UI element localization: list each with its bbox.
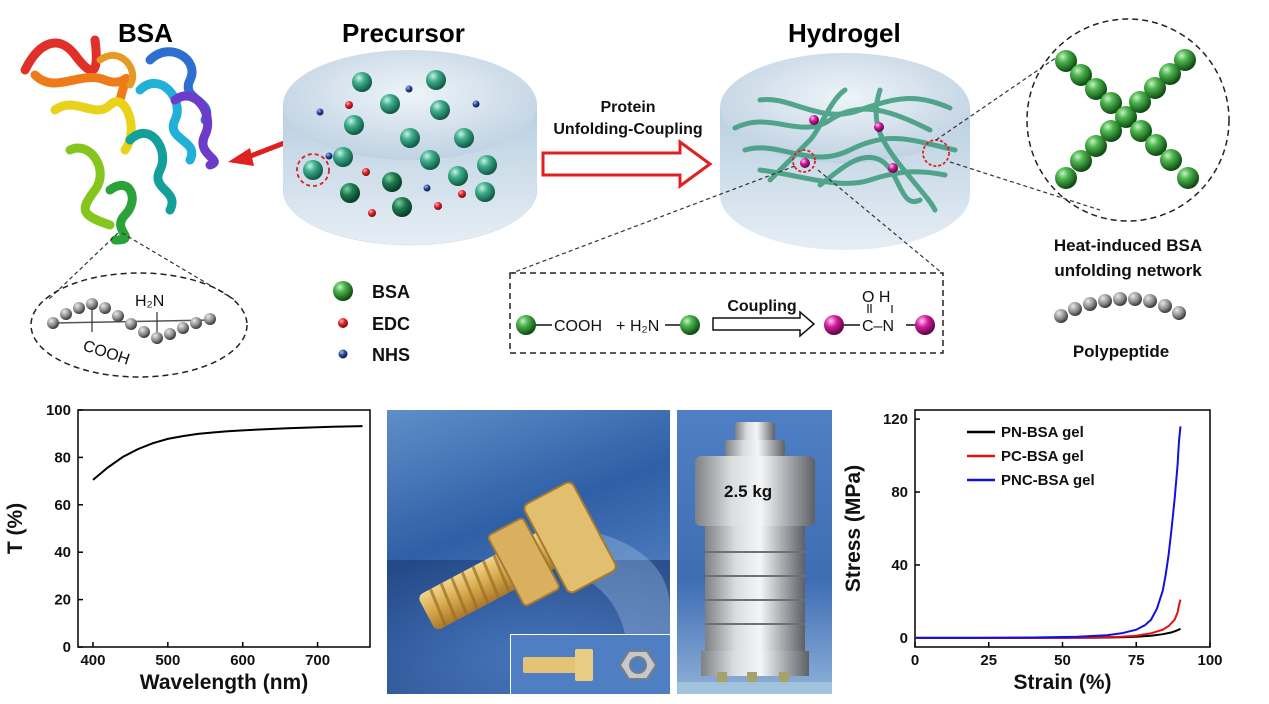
- y-tick-label-4: 80: [54, 449, 71, 466]
- component-legend: [333, 281, 353, 359]
- network-caption-2: unfolding network: [1054, 261, 1202, 280]
- y-tick-label-1: 20: [54, 592, 71, 609]
- x-axis-label: Wavelength (nm): [140, 671, 308, 694]
- coupling-reaction-box: [509, 272, 944, 354]
- y-tick-label-0: 0: [900, 630, 908, 647]
- y-tick-label-0: 0: [63, 639, 71, 656]
- hydrogel-disk: [720, 53, 970, 250]
- precursor-particles: [296, 70, 497, 217]
- x-tick-label-2: 600: [230, 652, 255, 669]
- y-tick-label-2: 80: [891, 484, 908, 501]
- y-axis-label: T (%): [4, 503, 27, 554]
- x-tick-label-0: 400: [80, 652, 105, 669]
- y-axis-label: Stress (MPa): [842, 465, 865, 592]
- x-tick-label-1: 500: [155, 652, 180, 669]
- reaction-plus: +: [616, 318, 625, 335]
- weight-photo: 2.5 kg: [677, 410, 832, 694]
- bolt-nut-inset: [510, 634, 670, 694]
- legend-edc: EDC: [372, 314, 410, 334]
- schematic-top: BSA H₂N COOH: [20, 18, 1230, 378]
- plot-frame: [914, 409, 1211, 648]
- x-axis-label: Strain (%): [1013, 671, 1111, 694]
- arrow-label-protein: Protein: [600, 99, 655, 116]
- bsa-protein-structure: [20, 35, 219, 245]
- polypeptide-label: Polypeptide: [1073, 342, 1169, 361]
- x-tick-label-4: 100: [1197, 652, 1222, 669]
- x-tick-label-2: 50: [1054, 652, 1071, 669]
- series-line-0: [92, 425, 363, 481]
- unfolding-coupling-arrow: [541, 139, 713, 189]
- x-tick-label-1: 25: [980, 652, 997, 669]
- reaction-arrow-label: Coupling: [727, 298, 796, 315]
- y-tick-label-3: 60: [54, 497, 71, 514]
- network-caption-1: Heat-induced BSA: [1054, 236, 1202, 255]
- weight-label: 2.5 kg: [724, 482, 773, 501]
- red-arrow-to-bsa: [228, 137, 293, 166]
- bsa-title: BSA: [118, 18, 173, 48]
- bsa-chain-callout: [30, 272, 248, 378]
- x-tick-label-3: 75: [1128, 652, 1145, 669]
- network-callout: [1026, 18, 1230, 222]
- arrow-label-unfolding: Unfolding-Coupling: [553, 121, 702, 138]
- y-tick-label-2: 40: [54, 544, 71, 561]
- legend-bsa: BSA: [372, 282, 410, 302]
- y-tick-label-5: 100: [46, 402, 71, 419]
- precursor-title: Precursor: [342, 18, 465, 48]
- series-line-2: [915, 426, 1182, 639]
- legend-nhs: NHS: [372, 345, 410, 365]
- network-cross-beads: [1055, 49, 1199, 189]
- legend-label-0: PN-BSA gel: [1001, 424, 1084, 441]
- reaction-product-top: O H: [862, 289, 890, 306]
- reaction-product-mid: C–N: [862, 318, 894, 335]
- weight-drawing: [677, 422, 832, 694]
- series-line-1: [915, 599, 1182, 639]
- bsa-chain-beads: [47, 298, 216, 344]
- bsa-chain-nh2: H₂N: [135, 293, 164, 310]
- reaction-amine: H₂N: [630, 318, 659, 335]
- bolt-nut-photo: [387, 410, 670, 694]
- hydrogel-network: [732, 87, 958, 213]
- legend-label-2: PNC-BSA gel: [1001, 472, 1095, 489]
- reaction-cooh: COOH: [554, 318, 602, 335]
- y-tick-label-3: 120: [883, 411, 908, 428]
- y-tick-label-1: 40: [891, 557, 908, 574]
- polypeptide-chain: [1054, 292, 1186, 323]
- legend-label-1: PC-BSA gel: [1001, 448, 1084, 465]
- x-tick-label-3: 700: [305, 652, 330, 669]
- plot-frame: [77, 409, 371, 648]
- hydrogel-crosslinks: [792, 115, 950, 173]
- bsa-chain-cooh: COOH: [81, 338, 132, 369]
- coupling-reaction: [516, 304, 935, 338]
- hydrogel-title: Hydrogel: [788, 18, 901, 48]
- x-tick-label-0: 0: [911, 652, 919, 669]
